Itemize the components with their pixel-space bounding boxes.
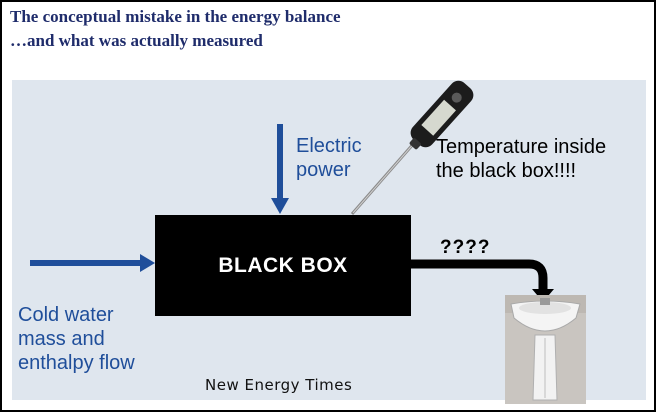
black-box: BLACK BOX [155, 215, 411, 316]
title-line-2: …and what was actually measured [10, 31, 263, 50]
electric-power-arrow [271, 124, 289, 214]
electric-power-line-1: Electric [296, 135, 362, 157]
electric-power-label: Electric power [296, 134, 362, 182]
sink-image [505, 295, 586, 404]
title-line-1: The conceptual mistake in the energy bal… [10, 7, 341, 26]
cold-water-arrow [30, 254, 155, 272]
temperature-label: Temperature inside the black box!!!! [436, 135, 606, 183]
watermark: New Energy Times [205, 376, 353, 394]
cold-water-line-1: Cold water [18, 304, 114, 326]
thermometer-probe-icon [350, 80, 474, 215]
outflow-unknown-label: ???? [440, 237, 491, 258]
temperature-line-2: the black box!!!! [436, 160, 577, 182]
slide-title: The conceptual mistake in the energy bal… [10, 5, 341, 53]
electric-power-line-2: power [296, 159, 351, 181]
black-box-label: BLACK BOX [218, 253, 348, 277]
cold-water-label: Cold water mass and enthalpy flow [18, 303, 135, 375]
temperature-line-1: Temperature inside [436, 136, 607, 158]
cold-water-line-3: enthalpy flow [18, 352, 135, 374]
cold-water-line-2: mass and [18, 328, 105, 350]
